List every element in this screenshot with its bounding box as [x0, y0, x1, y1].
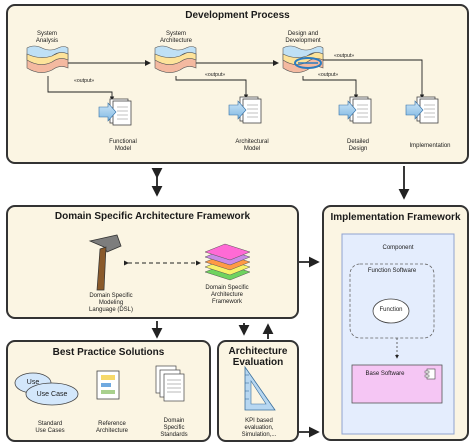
output-label: «output»: [334, 53, 355, 59]
layered-stack-icon: [204, 243, 251, 281]
process-stage-icon: [282, 45, 324, 73]
component-label: Component: [382, 245, 414, 251]
document-icon: [405, 96, 439, 124]
document-icon: [338, 96, 372, 124]
best-practice-title: Best Practice Solutions: [52, 347, 165, 358]
architecture-evaluation-title-1: Architecture: [228, 346, 288, 357]
document-icon: [98, 98, 132, 126]
base-software-label: Base Software: [365, 371, 405, 377]
architecture-evaluation-title-2: Evaluation: [232, 357, 284, 368]
hammer-icon: [88, 234, 122, 291]
dsaf-title: Domain Specific Architecture Framework: [54, 211, 251, 222]
process-stage-icon: [154, 45, 197, 73]
function-label: Function: [379, 307, 403, 313]
function-software-label: Function Software: [367, 268, 417, 274]
development-process-title: Development Process: [185, 10, 290, 21]
implementation-framework-title: Implementation Framework: [330, 212, 461, 223]
document-icon: [228, 96, 262, 124]
component-icon: [424, 368, 436, 380]
function-ellipse: [372, 298, 410, 324]
output-label: «output»: [318, 72, 339, 78]
standards-document-icon: [155, 365, 185, 402]
process-stage-icon: [26, 45, 69, 73]
use-case-ellipse: [25, 382, 79, 406]
use-case-label-2: Use Case: [36, 391, 68, 398]
output-label: «output»: [74, 78, 95, 84]
use-case-label-1: Use: [26, 379, 40, 386]
artifact-label-implementation: Implementation: [409, 143, 451, 149]
output-label: «output»: [205, 72, 226, 78]
set-square-icon: [244, 365, 276, 411]
function-software-box: [349, 263, 435, 339]
reference-architecture-icon: [96, 370, 120, 400]
development-process-panel: Development Process: [6, 4, 469, 164]
